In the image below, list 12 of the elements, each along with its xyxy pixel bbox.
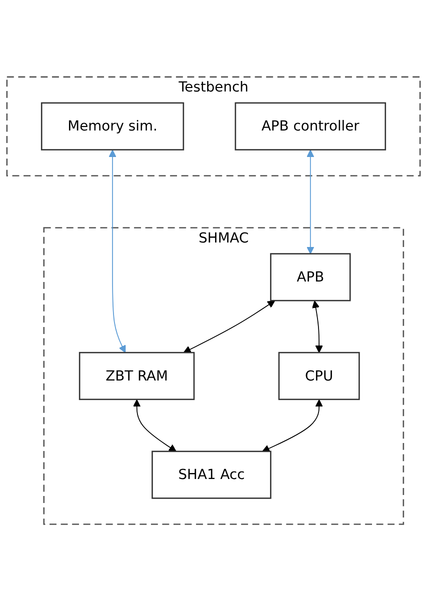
node-box: Memory sim.: [40, 102, 184, 151]
node-box: ZBT RAM: [78, 352, 195, 400]
arrow: [306, 150, 314, 255]
arrow: [108, 150, 126, 354]
node-box: APB controller: [234, 102, 386, 151]
arrow: [312, 301, 323, 354]
arrow: [183, 300, 276, 354]
node-box: CPU: [278, 352, 360, 400]
arrow: [262, 400, 323, 452]
node-box: SHA1 Acc: [152, 451, 272, 500]
node-box: APB: [270, 254, 351, 302]
arrow: [133, 400, 176, 452]
